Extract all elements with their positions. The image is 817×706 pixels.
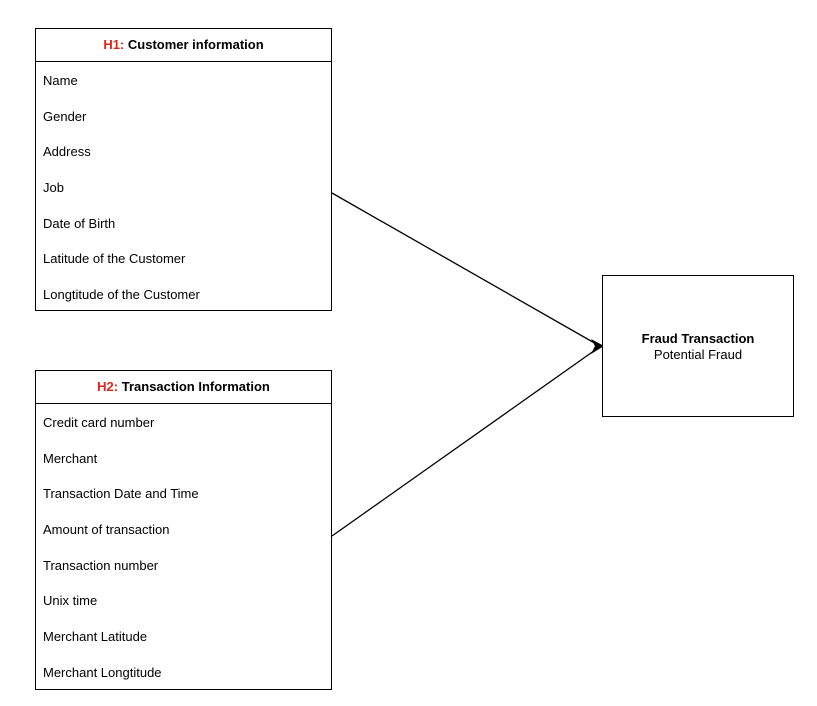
customer-information-box: H1: Customer information Name Gender Add…: [35, 28, 332, 311]
transaction-information-box: H2: Transaction Information Credit card …: [35, 370, 332, 690]
attribute-gender: Gender: [43, 108, 87, 124]
fraud-transaction-title: Fraud Transaction: [641, 331, 755, 346]
connector-h1-to-target: [331, 192, 599, 346]
attribute-name: Name: [43, 73, 78, 88]
transaction-attribute-list: Credit card number Merchant Transaction …: [36, 404, 331, 691]
customer-information-header: H1: Customer information: [36, 29, 331, 62]
attribute-merchant: Merchant: [43, 450, 98, 466]
transaction-information-header: H2: Transaction Information: [36, 371, 331, 404]
fraud-transaction-subtitle: Potential Fraud: [653, 347, 743, 362]
attribute-customer-longitude: Longtitude of the Customer: [43, 287, 200, 303]
attribute-transaction-date-time: Transaction Date and Time: [43, 486, 199, 502]
connector-h2-to-target: [331, 347, 599, 537]
customer-attribute-list: Name Gender Address Job Date of Birth La…: [36, 62, 331, 313]
transaction-information-title: Transaction Information: [121, 379, 270, 394]
attribute-date-of-birth: Date of Birth: [43, 215, 116, 231]
attribute-address: Address: [43, 144, 91, 160]
attribute-merchant-latitude: Merchant Latitude: [43, 629, 148, 645]
attribute-unix-time: Unix time: [43, 593, 98, 609]
attribute-customer-latitude: Latitude of the Customer: [43, 251, 186, 267]
attribute-job: Job: [43, 180, 64, 196]
attribute-credit-card-number: Credit card number: [43, 415, 155, 430]
attribute-transaction-amount: Amount of transaction: [43, 522, 170, 538]
hypothesis-tag-h2: H2:: [97, 379, 119, 394]
fraud-transaction-box: Fraud Transaction Potential Fraud: [602, 275, 794, 417]
attribute-transaction-number: Transaction number: [43, 557, 159, 573]
hypothesis-tag-h1: H1:: [103, 37, 125, 52]
customer-information-title: Customer information: [127, 37, 264, 52]
attribute-merchant-longitude: Merchant Longtitude: [43, 664, 162, 680]
